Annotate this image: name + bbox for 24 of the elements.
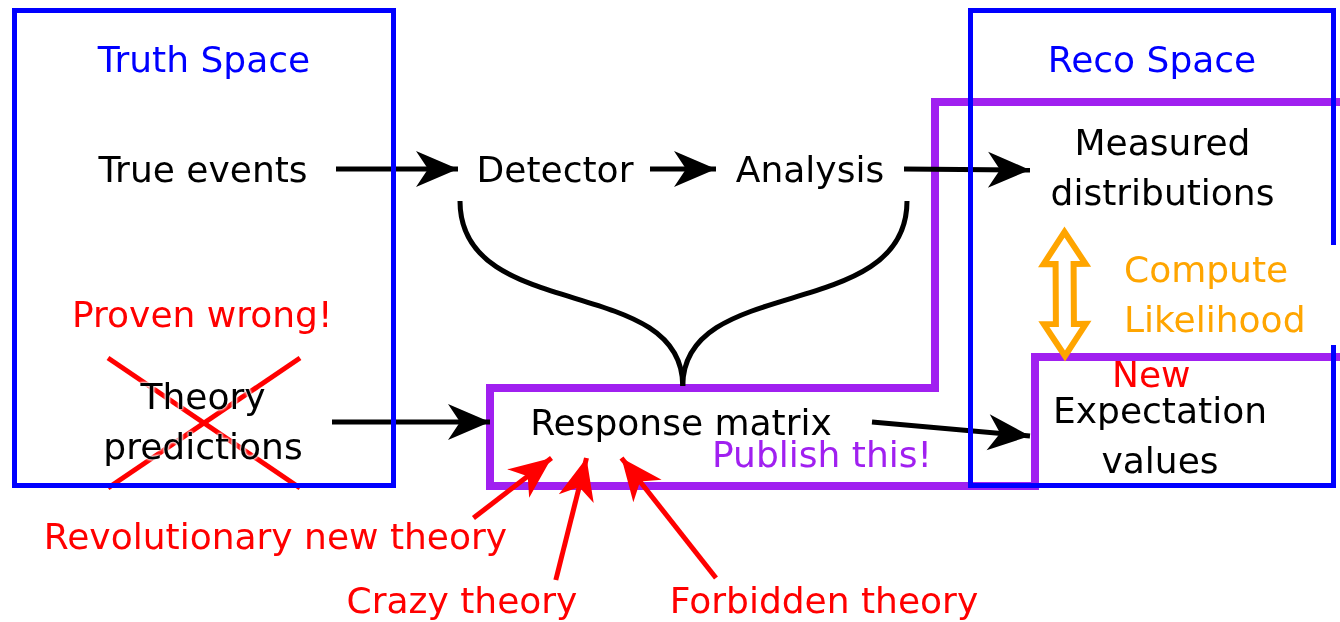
node-text: Detector	[460, 145, 650, 193]
group-title: Truth Space	[96, 38, 312, 82]
node-text: Forbidden theory	[644, 576, 1004, 622]
annotation-text: New	[1112, 353, 1191, 396]
note-text: Proven wrong!	[72, 293, 333, 337]
arrow	[471, 456, 554, 520]
node-text: Measured distributions	[1030, 118, 1295, 222]
double-arrow	[1038, 226, 1092, 362]
connector-line	[680, 200, 910, 387]
arrow	[553, 457, 594, 581]
node-text: Crazy theory	[328, 576, 596, 622]
arrow	[619, 456, 718, 580]
group-title: Reco Space	[1046, 38, 1258, 82]
arrow	[336, 151, 458, 187]
arrow	[650, 151, 716, 187]
group-box	[968, 8, 1336, 488]
arrow	[332, 404, 490, 440]
node-text: Revolutionary new theory	[8, 512, 543, 560]
edge-label: Compute Likelihood	[1124, 245, 1339, 345]
node-text: True events	[78, 145, 328, 193]
arrow	[871, 414, 1031, 451]
arrow	[904, 151, 1030, 188]
node-text: Analysis	[718, 145, 902, 193]
group-box	[12, 8, 396, 488]
